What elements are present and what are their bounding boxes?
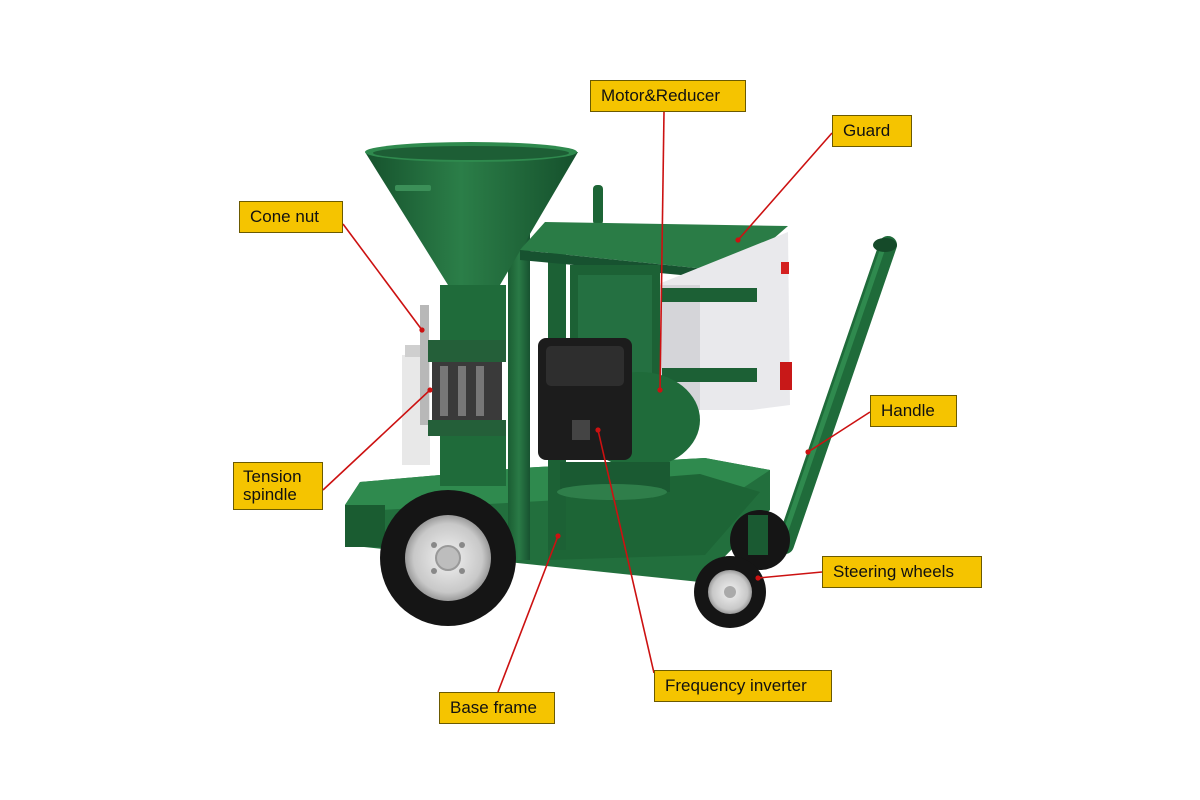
leader-line-cone-nut	[342, 223, 423, 331]
label-base-frame: Base frame	[439, 692, 555, 724]
label-guard: Guard	[832, 115, 912, 147]
leader-line-steering-wheels	[757, 571, 823, 579]
label-frequency-inverter: Frequency inverter	[654, 670, 832, 702]
leader-lines	[322, 111, 871, 693]
big-wheel-shape	[380, 490, 516, 626]
tension-spindle-shape	[402, 305, 506, 486]
label-handle: Handle	[870, 395, 957, 427]
label-steering-wheels: Steering wheels	[822, 556, 982, 588]
leader-line-handle	[807, 411, 871, 453]
leader-line-guard	[737, 132, 833, 241]
leader-line-ends	[419, 237, 811, 581]
label-motor-reducer: Motor&Reducer	[590, 80, 746, 112]
leader-line-motor-reducer	[659, 111, 665, 391]
hopper-shape	[365, 142, 578, 340]
leader-line-tension-spindle	[322, 389, 431, 491]
label-tension-spindle: Tension spindle	[233, 462, 323, 510]
leader-line-frequency-inverter	[597, 429, 655, 674]
guard-shape	[520, 222, 792, 410]
frequency-inverter-shape	[538, 338, 632, 460]
label-cone-nut: Cone nut	[239, 201, 343, 233]
steering-wheels-shape	[694, 510, 790, 628]
handle-shape	[776, 236, 897, 554]
leader-line-base-frame	[497, 535, 559, 693]
